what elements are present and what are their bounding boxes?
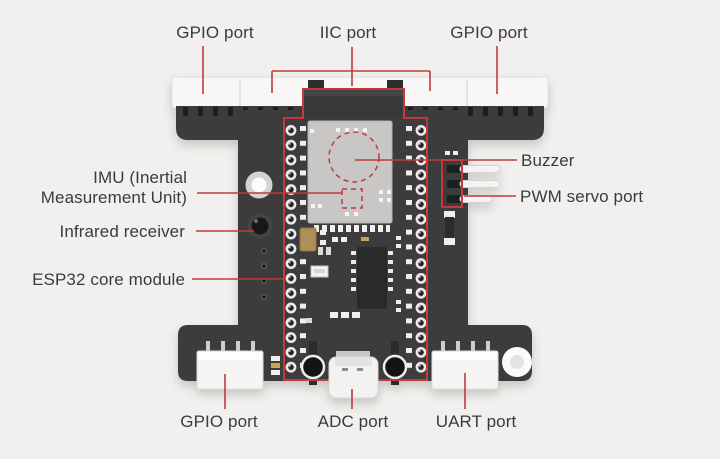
standoff-hole xyxy=(510,355,524,369)
shield-pads xyxy=(310,128,391,216)
button-right xyxy=(382,341,408,385)
label-pwm-servo-port: PWM servo port xyxy=(520,187,644,206)
buzzer-location-circle xyxy=(328,131,380,183)
imu-location-box xyxy=(341,188,363,209)
label-esp32-core-module: ESP32 core module xyxy=(32,270,185,289)
label-infrared-receiver: Infrared receiver xyxy=(59,222,185,241)
pwm-servo-header xyxy=(445,151,501,203)
shield-bottom-pads xyxy=(314,225,390,232)
label-iic-port: IIC port xyxy=(319,23,377,42)
label-gpio-port-top-right: GPIO port xyxy=(450,23,528,42)
label-buzzer: Buzzer xyxy=(521,151,575,170)
label-imu: IMU (Inertial Measurement Unit) xyxy=(18,168,187,208)
pin-header-left xyxy=(284,123,297,373)
standoff-post-center xyxy=(251,177,267,193)
via-holes xyxy=(261,248,267,300)
gpio-connector-bottom xyxy=(196,341,264,390)
label-gpio-port-top-left: GPIO port xyxy=(176,23,254,42)
label-imu-line2: Measurement Unit) xyxy=(40,188,187,207)
pcb-board xyxy=(171,76,549,399)
pin-teeth-right xyxy=(404,107,539,116)
label-adc-port: ADC port xyxy=(317,412,389,431)
esp32-shield xyxy=(307,120,393,224)
callout-lines xyxy=(192,46,517,409)
iic-connector-tab xyxy=(308,80,324,89)
button-left xyxy=(300,341,326,385)
iic-connector-tab xyxy=(387,80,403,89)
right-side-component xyxy=(444,211,455,245)
smd-components xyxy=(271,227,401,375)
label-uart-port: UART port xyxy=(435,412,517,431)
infrared-receiver xyxy=(247,213,273,239)
label-gpio-port-bottom: GPIO port xyxy=(180,412,258,431)
adc-port-connector xyxy=(328,351,379,399)
pin-header-right xyxy=(414,123,427,373)
uart-connector xyxy=(431,341,499,390)
iic-connector-top-face xyxy=(303,88,404,96)
smd-pad-column-right xyxy=(406,126,412,372)
label-imu-line1: IMU (Inertial xyxy=(93,168,187,187)
